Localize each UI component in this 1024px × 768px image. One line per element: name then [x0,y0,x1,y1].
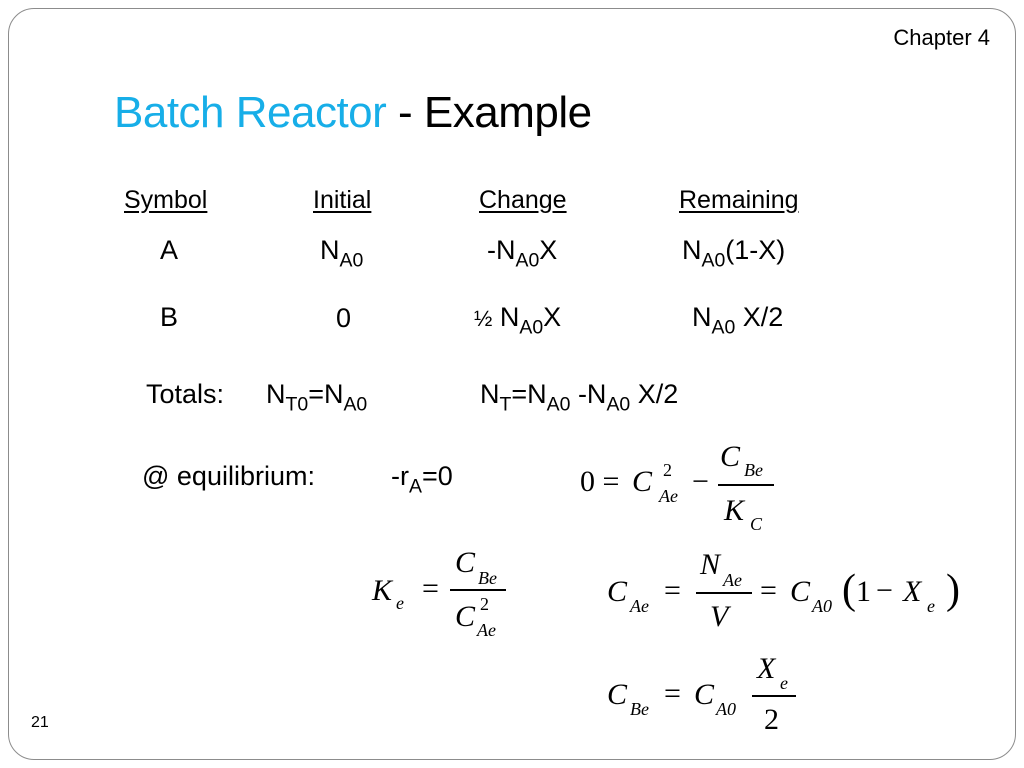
header-initial: Initial [313,186,372,214]
equilibrium-rate: -rA=0 [391,461,453,498]
title-part-1: Batch Reactor [114,88,387,137]
row-a-change: -NA0X [487,235,558,272]
header-remaining: Remaining [679,186,799,214]
slide-title: Batch Reactor - Example [114,88,592,138]
chapter-label: Chapter 4 [893,25,990,50]
totals-label: Totals: [146,379,225,409]
equilibrium-label: @ equilibrium: [142,461,315,491]
row-a-initial: NA0 [320,235,364,272]
title-part-2: - Example [386,88,592,137]
row-b-remaining: NA0 X/2 [692,302,784,339]
row-a-remaining: NA0(1-X) [682,235,786,272]
page-number: 21 [31,714,49,731]
slide-frame [8,8,1016,760]
header-symbol: Symbol [124,186,208,214]
totals-nt: NT=NA0 -NA0 X/2 [480,379,679,416]
row-a-symbol: A [160,235,179,265]
header-change: Change [479,186,567,214]
row-b-change: ½ NA0X [474,302,562,339]
row-b-symbol: B [160,302,179,332]
totals-nt0: NT0=NA0 [266,379,368,416]
row-b-initial: 0 [336,303,352,333]
